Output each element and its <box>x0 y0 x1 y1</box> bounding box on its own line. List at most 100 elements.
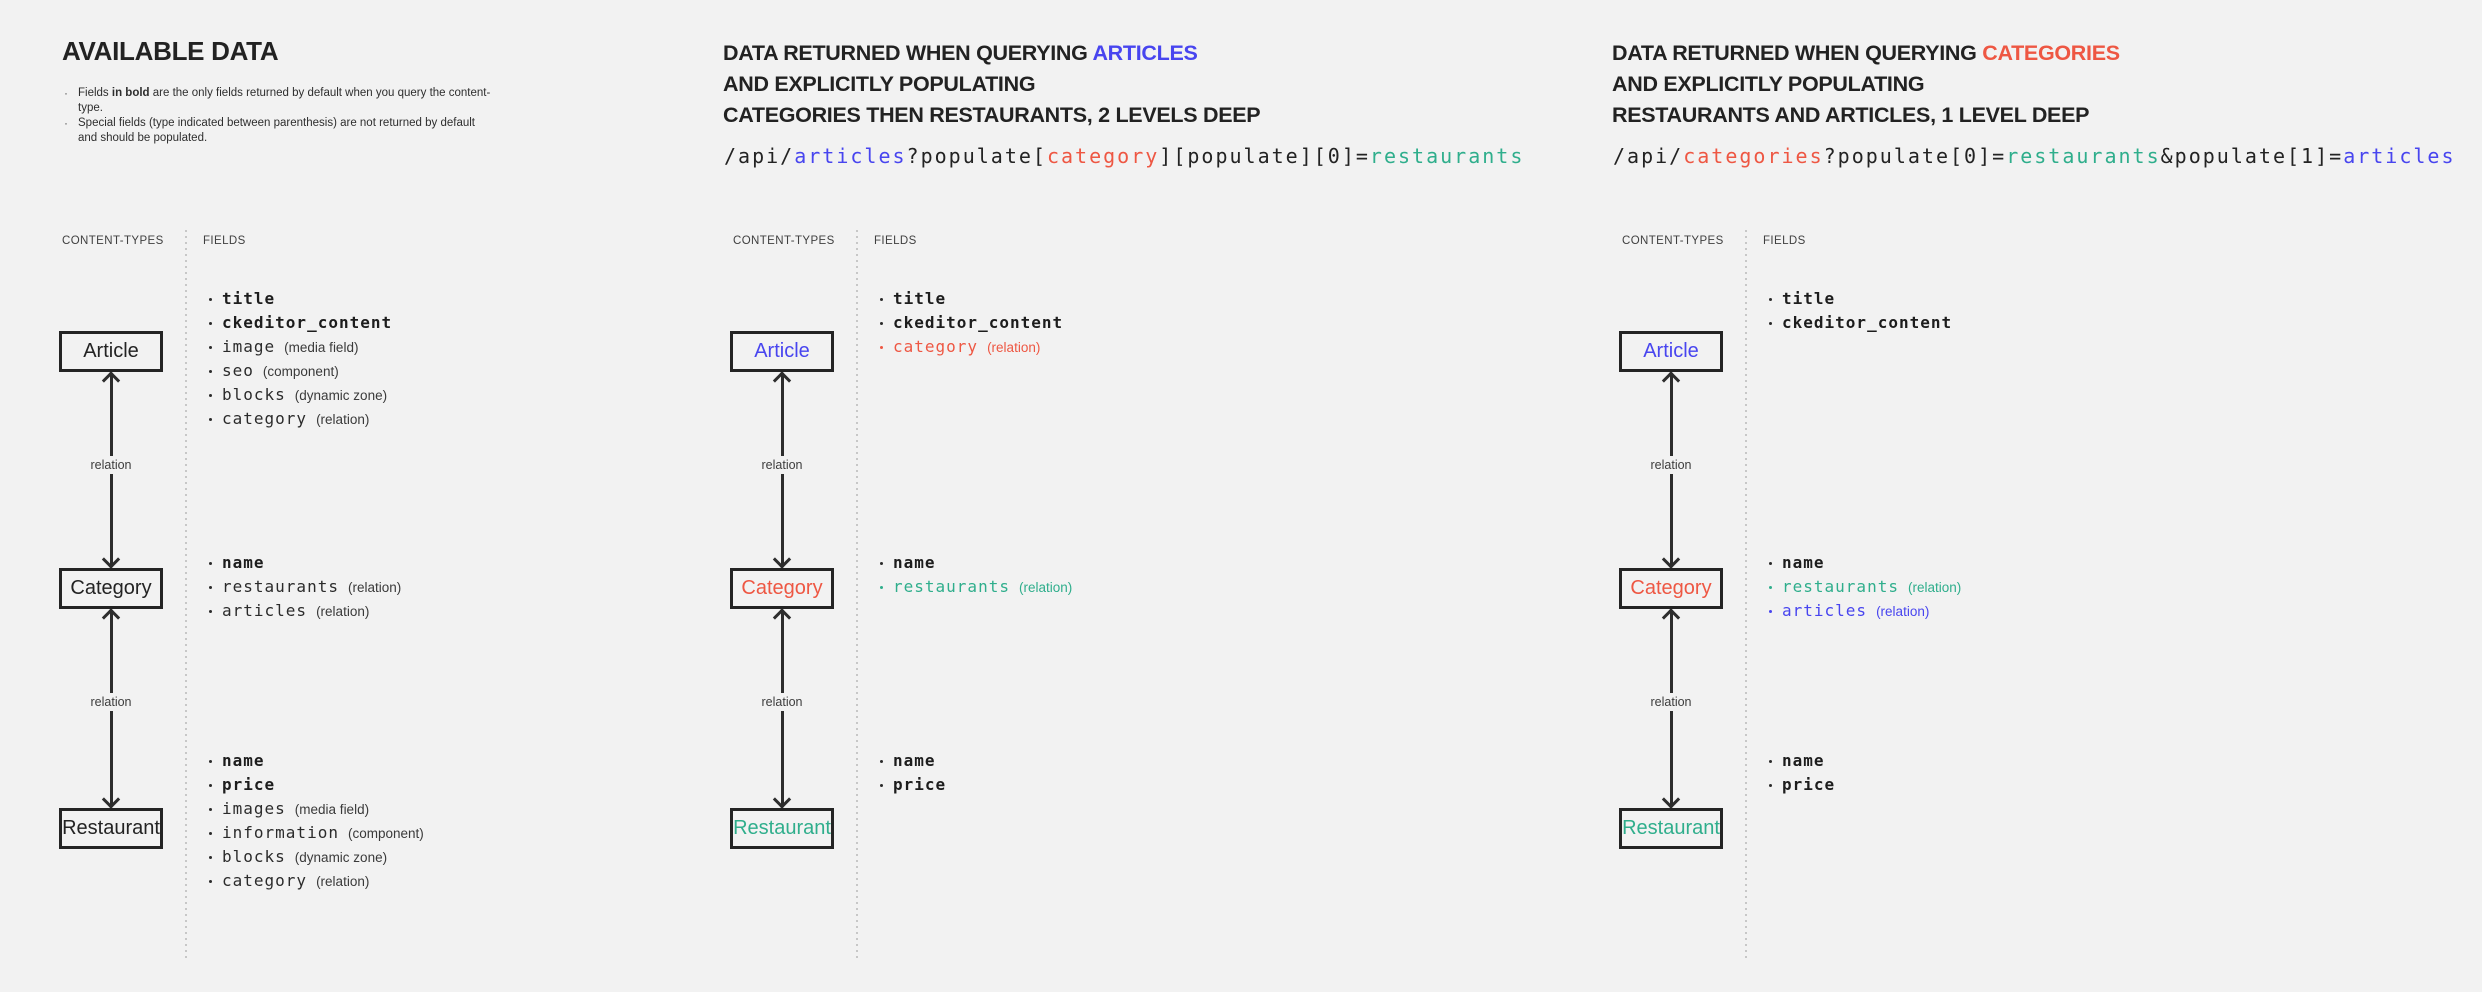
box-label: Article <box>1643 340 1699 362</box>
bullet-icon <box>209 394 212 397</box>
field-type-annotation: (component) <box>347 826 424 841</box>
relation-arrow: relation <box>86 608 136 809</box>
field-name: ckeditor_content <box>893 313 1064 332</box>
field-name: restaurants <box>893 577 1010 596</box>
field-name: articles <box>1782 601 1868 620</box>
field-row: blocks(dynamic zone) <box>203 383 673 407</box>
content-type-box-restaurant: Restaurant <box>730 808 834 849</box>
relation-label: relation <box>1646 456 1696 474</box>
box-label: Restaurant <box>1622 817 1720 839</box>
field-name: price <box>893 775 947 794</box>
field-type-annotation: (relation) <box>347 580 402 595</box>
field-name: blocks <box>222 385 286 404</box>
box-label: Category <box>1630 577 1712 599</box>
field-name: title <box>1782 289 1836 308</box>
api-url: /api/articles?populate[category][populat… <box>724 144 1524 168</box>
relation-arrow: relation <box>86 371 136 569</box>
relation-arrow: relation <box>1646 608 1696 809</box>
bullet-icon <box>1769 610 1772 613</box>
fields-label: FIELDS <box>203 235 246 247</box>
column-title: AVAILABLE DATA <box>62 36 279 66</box>
field-row: blocks(dynamic zone) <box>203 845 673 869</box>
relation-label: relation <box>757 693 807 711</box>
field-row: name <box>1763 749 2233 773</box>
box-label: Category <box>70 577 152 599</box>
field-name: image <box>222 337 276 356</box>
content-type-box-article: Article <box>730 331 834 372</box>
box-label: Restaurant <box>733 817 831 839</box>
field-name: name <box>1782 553 1825 572</box>
field-type-annotation: (relation) <box>1876 604 1930 619</box>
category-fields-list: name restaurants(relation) articles (relati… <box>1763 551 2233 623</box>
column-available-data: AVAILABLE DATA · Fields in bold are the … <box>0 0 671 992</box>
field-row: price <box>203 773 673 797</box>
api-url-segment: &populate[1]= <box>2160 144 2344 168</box>
field-name: information <box>222 823 339 842</box>
field-name: title <box>893 289 947 308</box>
api-url-segment: articles <box>794 144 907 168</box>
content-type-box-category: Category <box>1619 568 1723 609</box>
field-row: information (component) <box>203 821 673 845</box>
note-text-post: are the only fields returned by default … <box>78 87 491 114</box>
fields-label: FIELDS <box>874 235 917 247</box>
content-type-box-restaurant: Restaurant <box>1619 808 1723 849</box>
bullet-icon <box>209 298 212 301</box>
field-name: restaurants <box>222 577 339 596</box>
note-item: · Special fields (type indicated between… <box>64 116 494 146</box>
api-url-segment: ][populate][0]= <box>1159 144 1370 168</box>
field-row: price <box>1763 773 2233 797</box>
field-name: name <box>1782 751 1825 770</box>
field-type-annotation: (relation) <box>316 874 370 889</box>
relation-label: relation <box>86 693 136 711</box>
api-url-segment: restaurants <box>2006 144 2161 168</box>
bullet-icon <box>209 880 212 883</box>
bullet-icon <box>880 760 883 763</box>
field-row: category(relation) <box>203 869 673 893</box>
api-url-segment: /api/ <box>724 144 795 168</box>
field-row: title <box>203 287 673 311</box>
dotted-divider <box>185 230 187 962</box>
field-name: name <box>222 553 265 572</box>
content-type-box-article: Article <box>1619 331 1723 372</box>
field-row: articles (relation) <box>1763 599 2233 623</box>
bullet-icon <box>1769 298 1772 301</box>
field-row: name <box>1763 551 2233 575</box>
api-url: /api/categories?populate[0]=restaurants&… <box>1613 144 2456 168</box>
arrowhead-down-icon <box>101 790 121 809</box>
bullet-icon <box>880 346 883 349</box>
bullet-icon <box>880 562 883 565</box>
relation-label: relation <box>1646 693 1696 711</box>
box-label: Article <box>754 340 810 362</box>
heading-highlight: ARTICLES <box>1092 41 1198 65</box>
content-type-box-category: Category <box>730 568 834 609</box>
field-row: articles(relation) <box>203 599 673 623</box>
dotted-divider <box>856 230 858 962</box>
field-type-annotation: (relation) <box>316 412 370 427</box>
bullet-icon <box>1769 322 1772 325</box>
bullet-icon <box>209 418 212 421</box>
bullet-icon <box>209 610 212 613</box>
field-row: restaurants(relation) <box>874 575 1344 599</box>
api-url-segment: /api/ <box>1613 144 1684 168</box>
field-name: articles <box>222 601 308 620</box>
bullet-icon <box>880 322 883 325</box>
content-type-box-article: Article <box>59 331 163 372</box>
field-type-annotation: (media field) <box>284 340 359 355</box>
api-url-segment: category <box>1046 144 1160 168</box>
box-label: Category <box>741 577 823 599</box>
heading-line-2: AND EXPLICITLY POPULATING <box>723 72 1036 96</box>
field-row: restaurants(relation) <box>1763 575 2233 599</box>
bullet-icon <box>209 856 212 859</box>
notes-list: · Fields in bold are the only fields ret… <box>64 86 494 146</box>
bullet-icon <box>880 784 883 787</box>
heading-line-1: DATA RETURNED WHEN QUERYING CATEGORIES <box>1612 38 2120 69</box>
field-row: name <box>874 749 1344 773</box>
heading-highlight: CATEGORIES <box>1982 41 2120 65</box>
content-types-label: CONTENT-TYPES <box>733 235 835 247</box>
heading-line-1: DATA RETURNED WHEN QUERYING ARTICLES <box>723 38 1260 69</box>
